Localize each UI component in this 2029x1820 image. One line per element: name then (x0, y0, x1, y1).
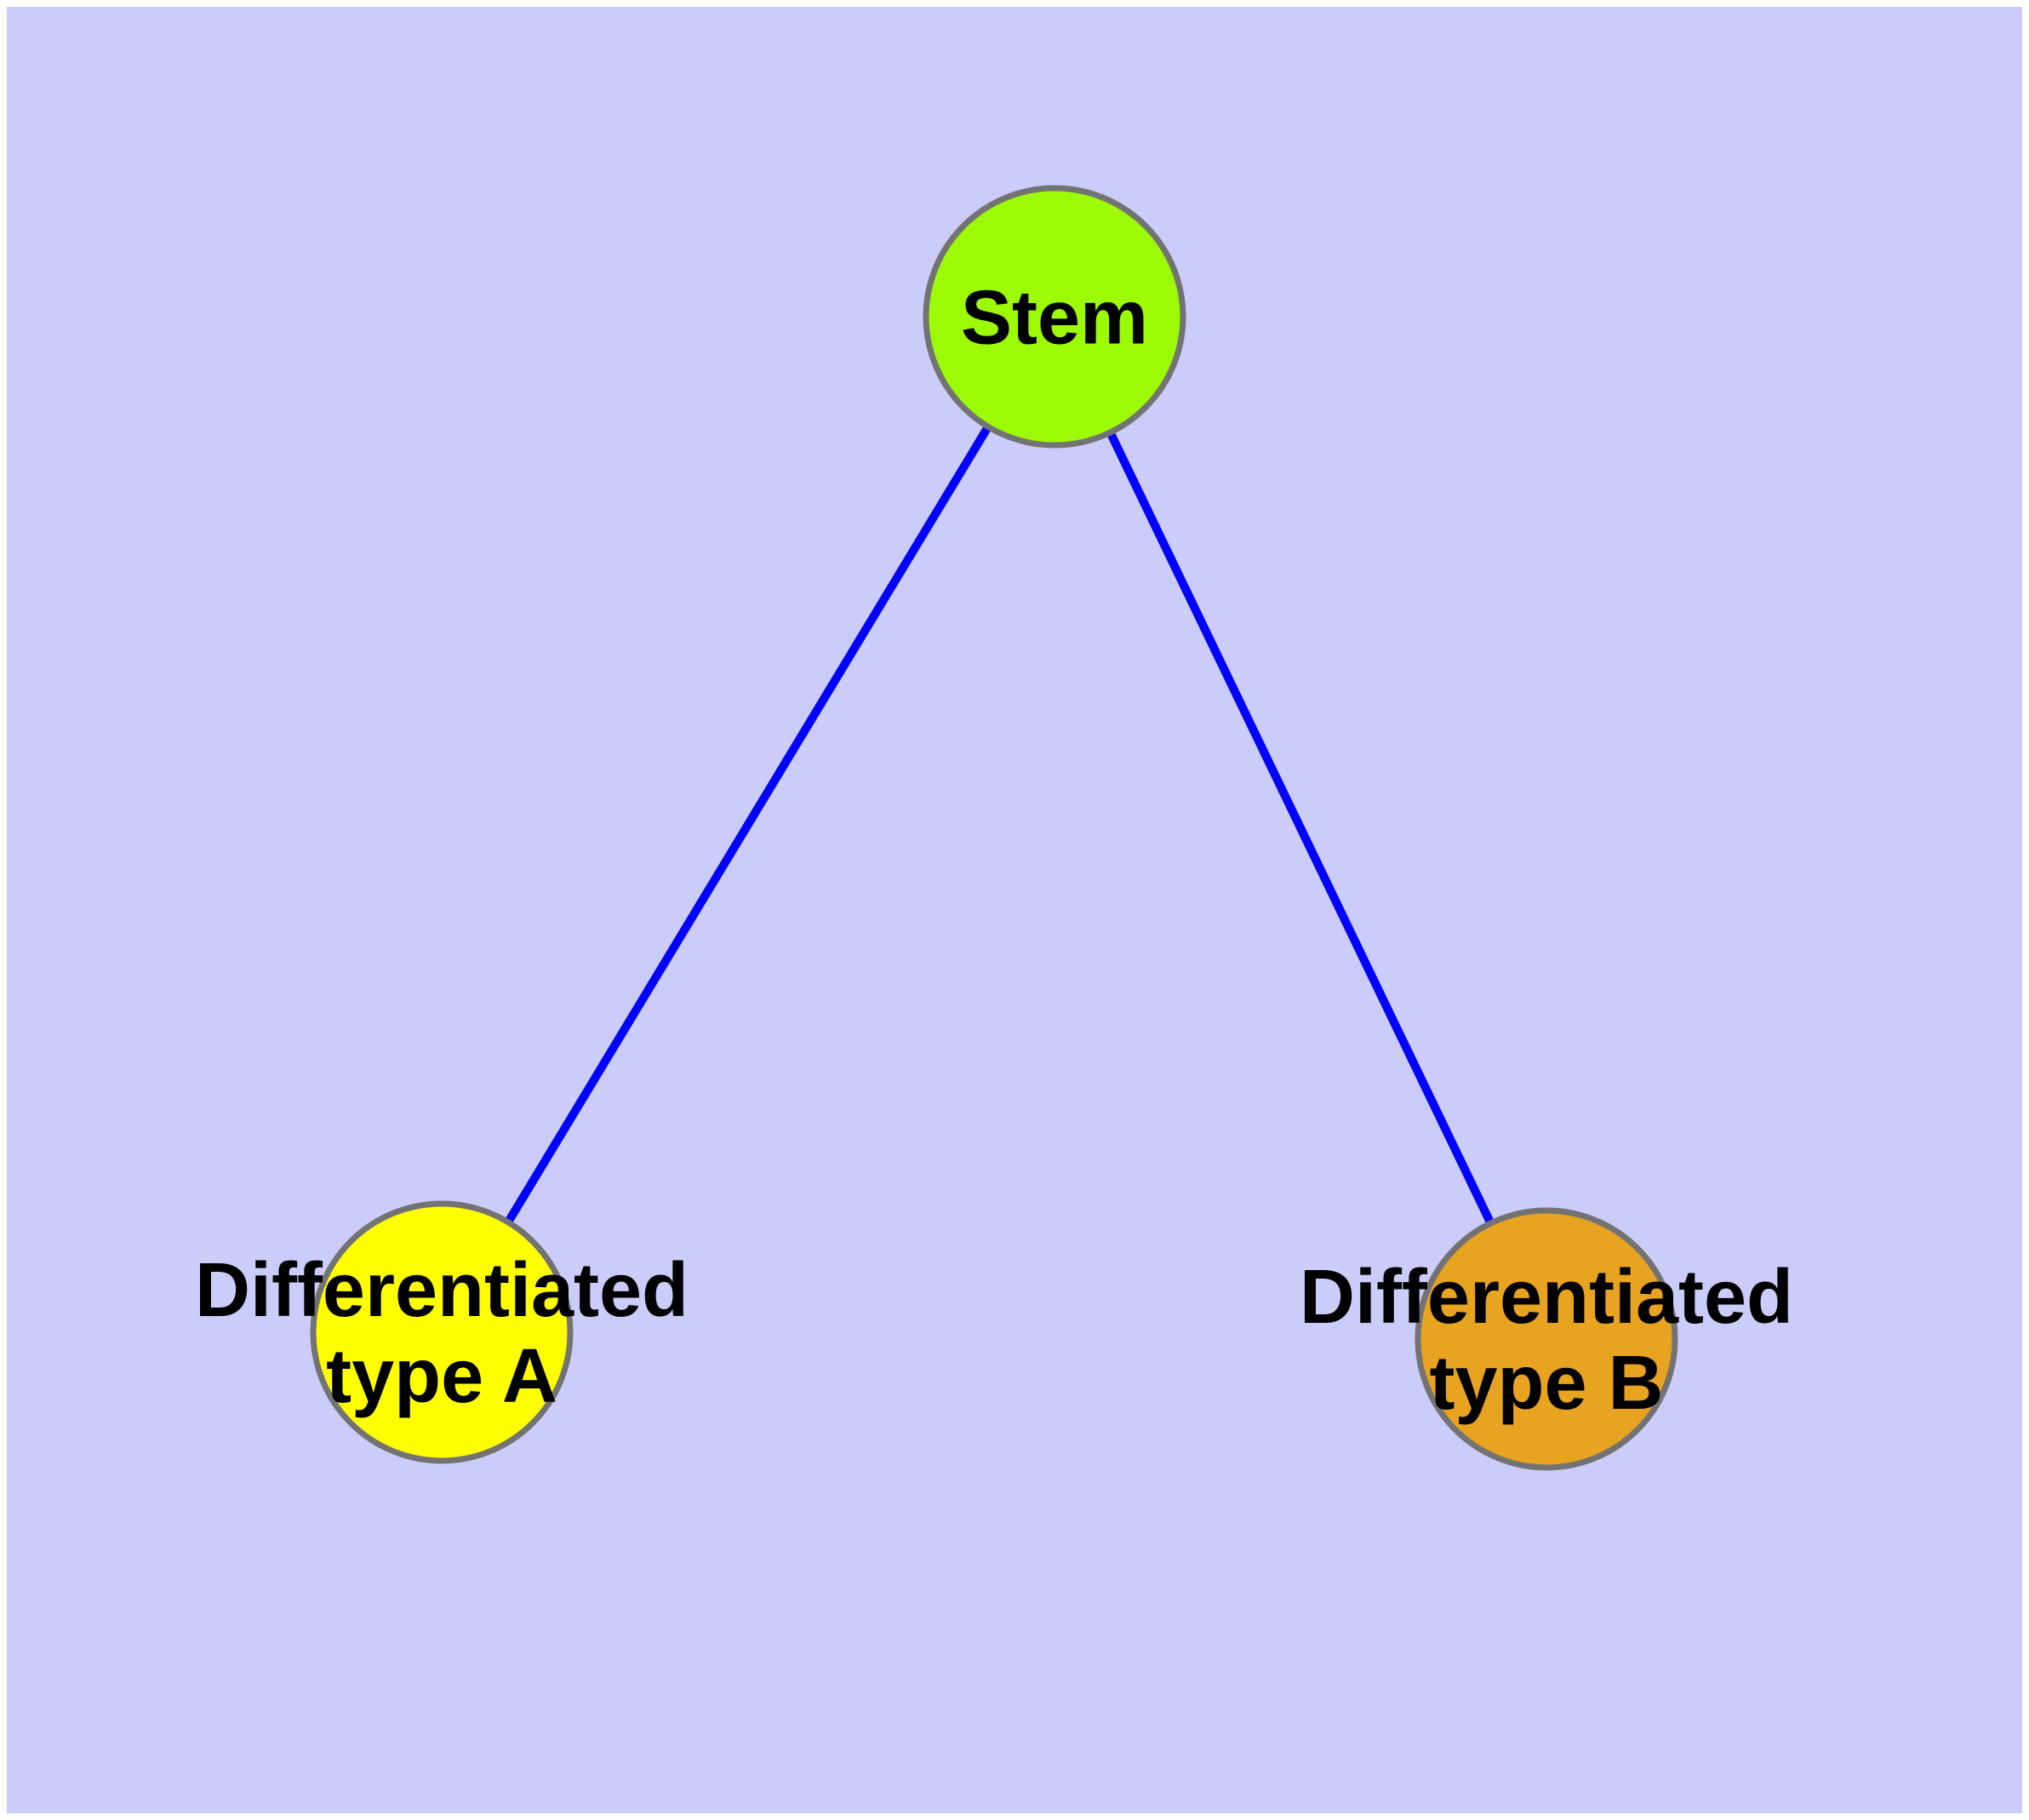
node-label-line: Differentiated (195, 1248, 689, 1333)
edge-stem-to-diff_b (1106, 430, 1495, 1226)
edge-stem-to-diff_a (504, 424, 992, 1225)
node-label-stem: Stem (961, 276, 1148, 361)
node-label-line: Stem (961, 276, 1148, 361)
node-stem[interactable] (923, 185, 1186, 449)
node-diff_a[interactable] (310, 1200, 574, 1464)
node-label-line: Differentiated (1300, 1255, 1793, 1340)
node-diff_b[interactable] (1415, 1207, 1678, 1471)
node-label-line: type A (326, 1334, 557, 1419)
node-label-line: type B (1429, 1341, 1663, 1426)
nodes-group (310, 185, 1678, 1471)
edges-group (504, 424, 1495, 1226)
